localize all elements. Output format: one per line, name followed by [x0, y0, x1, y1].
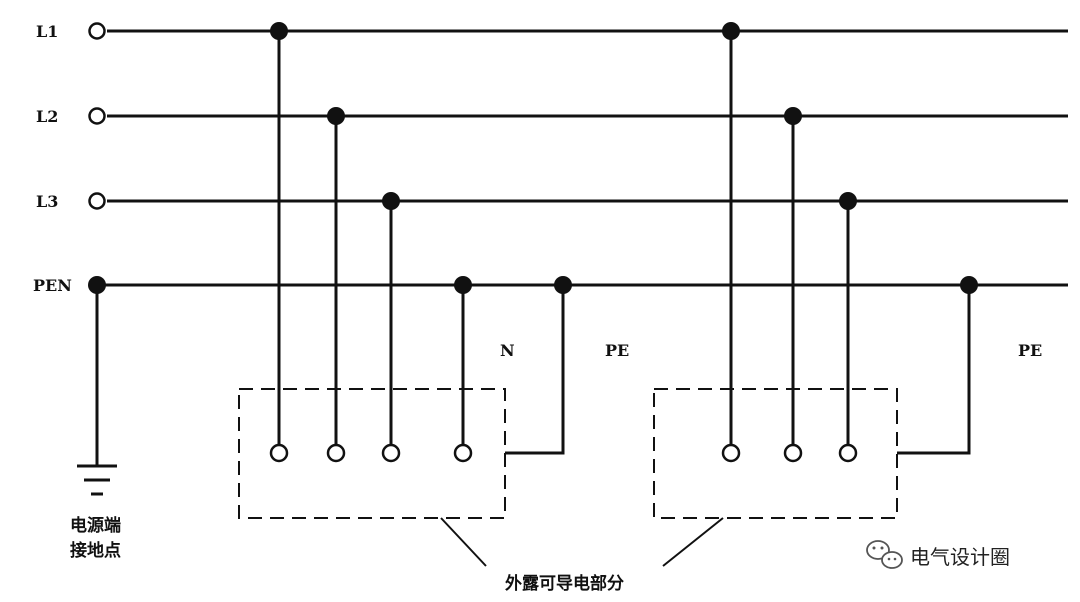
left-n-terminal — [453, 443, 473, 463]
l1-label: L1 — [36, 22, 58, 41]
pe-label-right: PE — [1018, 341, 1042, 360]
left-n-junction — [454, 276, 472, 294]
pe-label-left: PE — [605, 341, 629, 360]
right-equipment — [653, 22, 978, 519]
watermark-text: 电气设计圈 — [910, 545, 1010, 569]
source-ground-label-line1: 电源端 — [70, 515, 121, 536]
source-ground — [77, 285, 117, 496]
source-ground-label-line2: 接地点 — [70, 540, 121, 561]
right-exposed-conductive-part — [653, 388, 898, 519]
leader-line-right — [662, 517, 724, 567]
pen-label: PEN — [33, 276, 72, 295]
right-l2-junction — [784, 107, 802, 125]
exposed-parts-label: 外露可导电部分 — [505, 573, 624, 594]
right-pe-conductor — [897, 285, 971, 455]
l2-source-terminal — [88, 107, 106, 125]
left-l3-junction — [382, 192, 400, 210]
l3-source-terminal — [88, 192, 106, 210]
right-l3-junction — [839, 192, 857, 210]
left-l2-junction — [327, 107, 345, 125]
right-l1-terminal — [721, 443, 741, 463]
l1-source-terminal — [88, 22, 106, 40]
l3-label: L3 — [36, 192, 58, 211]
leader-line-left — [440, 517, 487, 567]
n-label: N — [500, 341, 515, 360]
left-pe-junction — [554, 276, 572, 294]
wechat-icon — [866, 540, 903, 569]
right-l1-junction — [722, 22, 740, 40]
left-pe-conductor — [505, 285, 565, 455]
left-l2-terminal — [326, 443, 346, 463]
left-l1-junction — [270, 22, 288, 40]
left-l3-terminal — [381, 443, 401, 463]
watermark: 电气设计圈 — [866, 540, 1010, 569]
right-l3-terminal — [838, 443, 858, 463]
l2-label: L2 — [36, 107, 58, 126]
right-pe-junction — [960, 276, 978, 294]
right-l2-terminal — [783, 443, 803, 463]
left-l1-terminal — [269, 443, 289, 463]
bus-lines — [97, 29, 1068, 287]
left-equipment — [238, 22, 572, 519]
